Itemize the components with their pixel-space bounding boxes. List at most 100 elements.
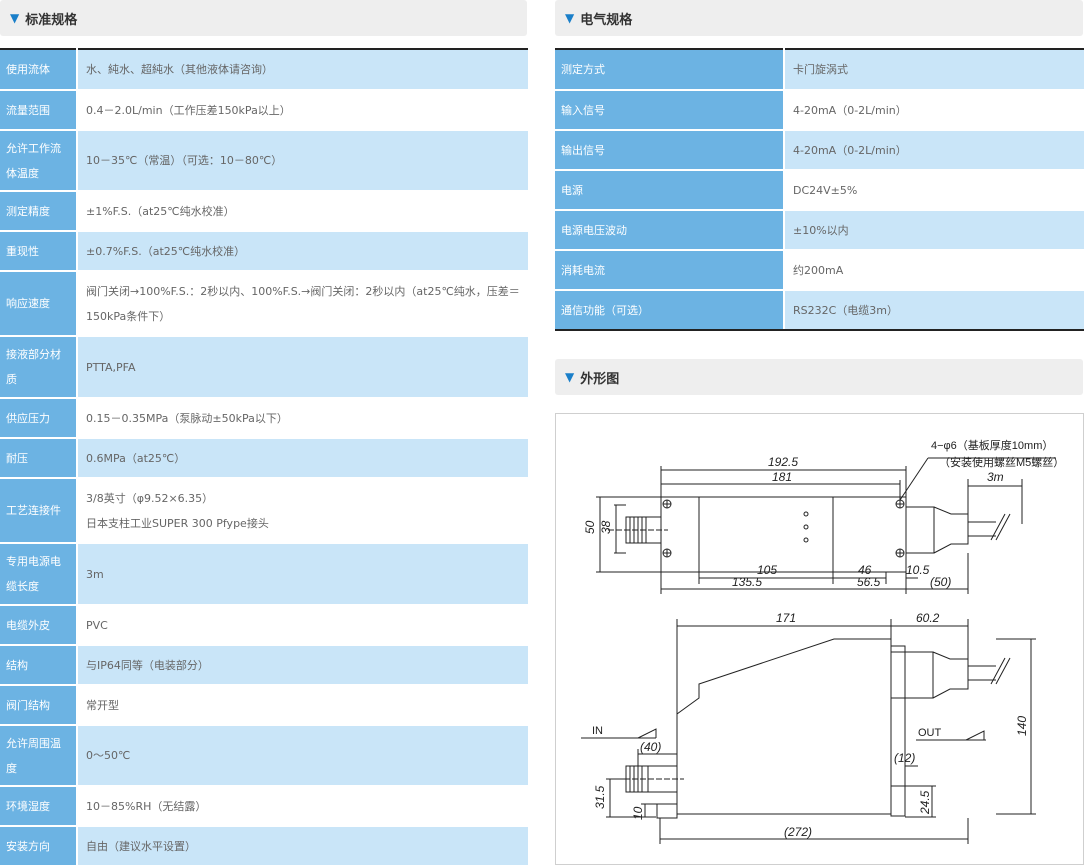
spec-key: 电源电压波动 bbox=[555, 210, 785, 251]
spec-key: 通信功能（可选） bbox=[555, 290, 785, 331]
hole-note-1: 4−φ6（基板厚度10mm） bbox=[931, 438, 1053, 452]
table-row: 测定精度 ±1%F.S.（at25℃纯水校准） bbox=[0, 191, 528, 232]
dim-135-5: 135.5 bbox=[732, 575, 762, 589]
dim-272-paren: (272) bbox=[784, 825, 812, 839]
spec-key: 使用流体 bbox=[0, 48, 78, 91]
spec-key: 专用电源电缆长度 bbox=[0, 543, 78, 606]
front-body-outline bbox=[676, 638, 892, 815]
spec-value: ±1%F.S.（at25℃纯水校准） bbox=[77, 191, 528, 232]
dim-46: 46 bbox=[858, 563, 872, 577]
table-row: 电源电压波动 ±10%以内 bbox=[555, 210, 1084, 251]
spec-key: 耐压 bbox=[0, 438, 78, 479]
spec-key: 阀门结构 bbox=[0, 685, 78, 726]
table-row: 消耗电流 约200mA bbox=[555, 250, 1084, 291]
spec-value: 4-20mA（0-2L/min） bbox=[784, 130, 1084, 171]
table-row: 供应压力 0.15－0.35MPa（泵脉动±50kPa以下） bbox=[0, 398, 528, 439]
dim-60-2: 60.2 bbox=[916, 611, 940, 625]
standard-spec-table: 使用流体 水、純水、超純水（其他液体请咨询） 流量范围 0.4－2.0L/min… bbox=[0, 48, 528, 865]
table-row: 测定方式 卡门旋涡式 bbox=[555, 48, 1084, 91]
table-row: 允许工作流体温度 10－35℃（常温）（可选：10－80℃） bbox=[0, 130, 528, 192]
spec-value: DC24V±5% bbox=[784, 170, 1084, 211]
spec-value: 10－35℃（常温）（可选：10－80℃） bbox=[77, 130, 528, 192]
dim-12-paren: (12) bbox=[894, 751, 915, 765]
spec-key: 结构 bbox=[0, 645, 78, 686]
table-row: 流量范围 0.4－2.0L/min（工作压差150kPa以上） bbox=[0, 90, 528, 131]
spec-key: 电源 bbox=[555, 170, 785, 211]
spec-value: 4-20mA（0-2L/min） bbox=[784, 90, 1084, 131]
electrical-spec-table: 测定方式 卡门旋涡式 输入信号 4-20mA（0-2L/min） 输出信号 4-… bbox=[555, 48, 1084, 331]
spec-value: 0.4－2.0L/min（工作压差150kPa以上） bbox=[77, 90, 528, 131]
spec-value: 3m bbox=[77, 543, 528, 606]
spec-key: 响应速度 bbox=[0, 271, 78, 337]
table-row: 输出信号 4-20mA（0-2L/min） bbox=[555, 130, 1084, 171]
table-row: 输入信号 4-20mA（0-2L/min） bbox=[555, 90, 1084, 131]
table-row: 耐压 0.6MPa（at25℃） bbox=[0, 438, 528, 479]
standard-spec-title: 标准规格 bbox=[25, 12, 78, 28]
dim-31-5: 31.5 bbox=[593, 785, 607, 809]
standard-spec-header: ▼ 标准规格 bbox=[0, 0, 527, 36]
spec-value-line: 3/8英寸（φ9.52×6.35） bbox=[86, 491, 214, 505]
spec-value: PTTA,PFA bbox=[77, 336, 528, 399]
spec-value-line: 日本支柱工业SUPER 300 Pfype接头 bbox=[86, 516, 269, 530]
spec-key: 重现性 bbox=[0, 231, 78, 272]
table-row: 通信功能（可选） RS232C（电缆3m） bbox=[555, 290, 1084, 331]
spec-value: 卡门旋涡式 bbox=[784, 48, 1084, 91]
electrical-spec-title: 电气规格 bbox=[580, 12, 633, 28]
table-row: 重现性 ±0.7%F.S.（at25℃纯水校准） bbox=[0, 231, 528, 272]
table-row: 结构 与IP64同等（电装部分） bbox=[0, 645, 528, 686]
spec-value: 与IP64同等（电装部分） bbox=[77, 645, 528, 686]
dim-181: 181 bbox=[772, 470, 792, 484]
spec-value: RS232C（电缆3m） bbox=[784, 290, 1084, 331]
spec-key: 测定精度 bbox=[0, 191, 78, 232]
dim-171: 171 bbox=[776, 611, 796, 625]
spec-key: 消耗电流 bbox=[555, 250, 785, 291]
label-in: IN bbox=[592, 725, 603, 737]
table-row: 工艺连接件 3/8英寸（φ9.52×6.35） 日本支柱工业SUPER 300 … bbox=[0, 478, 528, 544]
label-out: OUT bbox=[918, 727, 942, 739]
table-row: 阀门结构 常开型 bbox=[0, 685, 528, 726]
dim-56-5: 56.5 bbox=[857, 575, 881, 589]
dim-40-paren: (40) bbox=[640, 740, 661, 754]
spec-key: 允许周围温度 bbox=[0, 725, 78, 787]
triangle-down-icon: ▼ bbox=[565, 11, 575, 25]
table-row: 使用流体 水、純水、超純水（其他液体请咨询） bbox=[0, 48, 528, 91]
spec-key: 安装方向 bbox=[0, 826, 78, 865]
outline-drawing-svg: 4−φ6（基板厚度10mm） （安装使用螺丝M5螺丝） 3m 192.5 181… bbox=[581, 438, 1064, 844]
spec-key: 工艺连接件 bbox=[0, 478, 78, 544]
spec-value: 水、純水、超純水（其他液体请咨询） bbox=[77, 48, 528, 91]
dim-cable-length: 3m bbox=[987, 470, 1004, 484]
table-row: 电缆外皮 PVC bbox=[0, 605, 528, 646]
dim-10: 10 bbox=[631, 806, 645, 820]
dim-192-5: 192.5 bbox=[768, 455, 798, 469]
spec-key: 流量范围 bbox=[0, 90, 78, 131]
spec-value: ±10%以内 bbox=[784, 210, 1084, 251]
table-row: 专用电源电缆长度 3m bbox=[0, 543, 528, 606]
table-row: 环境湿度 10－85%RH（无结露） bbox=[0, 786, 528, 827]
spec-key: 环境湿度 bbox=[0, 786, 78, 827]
triangle-down-icon: ▼ bbox=[10, 11, 20, 25]
dim-50-paren: (50) bbox=[930, 575, 951, 589]
spec-key: 测定方式 bbox=[555, 48, 785, 91]
spec-value: 约200mA bbox=[784, 250, 1084, 291]
dim-50: 50 bbox=[583, 520, 597, 534]
table-row: 电源 DC24V±5% bbox=[555, 170, 1084, 211]
spec-value: 10－85%RH（无结露） bbox=[77, 786, 528, 827]
electrical-spec-header: ▼ 电气规格 bbox=[555, 0, 1083, 36]
table-row: 安装方向 自由（建议水平设置） bbox=[0, 826, 528, 865]
dim-140: 140 bbox=[1015, 716, 1029, 736]
spec-key: 供应压力 bbox=[0, 398, 78, 439]
dim-10-5: 10.5 bbox=[906, 563, 930, 577]
spec-key: 输出信号 bbox=[555, 130, 785, 171]
dim-38: 38 bbox=[599, 520, 613, 534]
spec-value: 0.6MPa（at25℃） bbox=[77, 438, 528, 479]
spec-value: 自由（建议水平设置） bbox=[77, 826, 528, 865]
spec-value: PVC bbox=[77, 605, 528, 646]
spec-value: 常开型 bbox=[77, 685, 528, 726]
spec-key: 允许工作流体温度 bbox=[0, 130, 78, 192]
hole-note-2: （安装使用螺丝M5螺丝） bbox=[939, 455, 1064, 469]
table-row: 允许周围温度 0～50℃ bbox=[0, 725, 528, 787]
spec-value: ±0.7%F.S.（at25℃纯水校准） bbox=[77, 231, 528, 272]
top-body-outline bbox=[660, 496, 907, 573]
triangle-down-icon: ▼ bbox=[565, 370, 575, 384]
spec-key: 电缆外皮 bbox=[0, 605, 78, 646]
